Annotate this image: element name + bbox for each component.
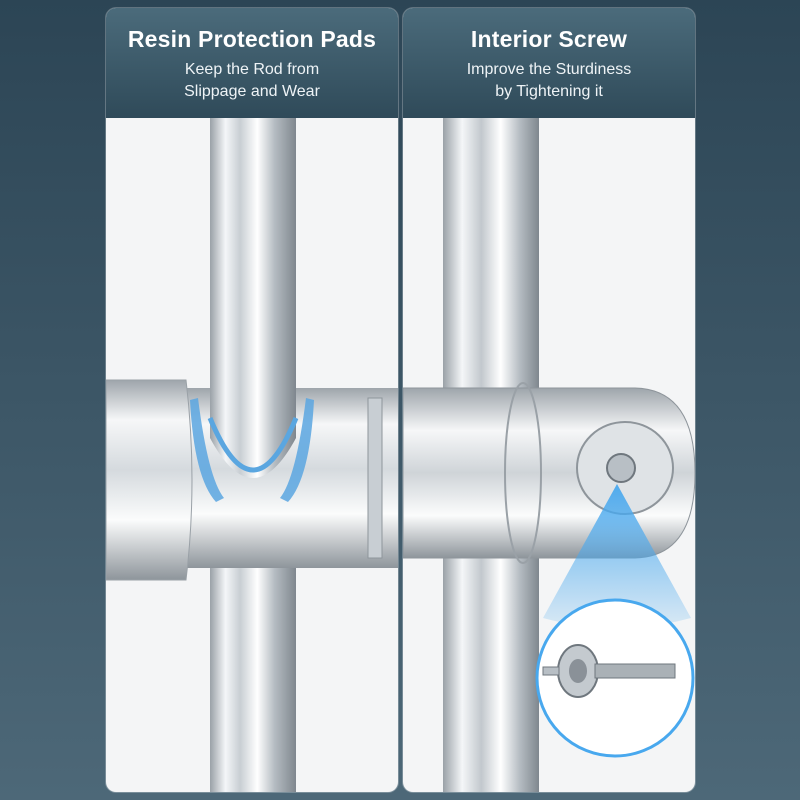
rod-clamped: [210, 278, 296, 478]
resin-pads-drawing: [106, 118, 398, 792]
screw-tip: [542, 666, 560, 676]
panel-resin-protection-pads: Resin Protection Pads Keep the Rod from …: [106, 8, 398, 792]
subtitle-line-2: Slippage and Wear: [184, 83, 320, 100]
resin-pad-arc: [207, 417, 299, 473]
screwdriver-icon: [594, 663, 676, 679]
subtitle-line-2: by Tightening it: [495, 83, 603, 100]
subtitle-line-1: Improve the Sturdiness: [466, 61, 632, 78]
holder-band: [367, 397, 383, 559]
interior-screw-drawing: [403, 118, 695, 792]
panel-interior-screw: Interior Screw Improve the Sturdiness by…: [403, 8, 695, 792]
panel-subtitle: Improve the Sturdiness by Tightening it: [403, 59, 695, 103]
interior-screw-icon: [606, 453, 636, 483]
interior-screw-illustration: [403, 118, 695, 792]
highlight-beam: [543, 484, 691, 628]
holder-seam: [504, 382, 542, 564]
resin-pad-right: [280, 398, 314, 502]
vertical-rod-lower: [210, 568, 296, 792]
subtitle-line-1: Keep the Rod from: [184, 61, 320, 78]
resin-pads-illustration: [106, 118, 398, 792]
panel-title: Resin Protection Pads: [127, 26, 377, 52]
panel-header: Interior Screw Improve the Sturdiness by…: [403, 8, 695, 118]
panel-header: Resin Protection Pads Keep the Rod from …: [106, 8, 398, 118]
holder-cap: [106, 379, 193, 581]
panel-subtitle: Keep the Rod from Slippage and Wear: [106, 59, 398, 103]
panel-title: Interior Screw: [470, 26, 628, 52]
screw-head-slot: [569, 659, 587, 683]
resin-pad-left: [190, 398, 224, 502]
